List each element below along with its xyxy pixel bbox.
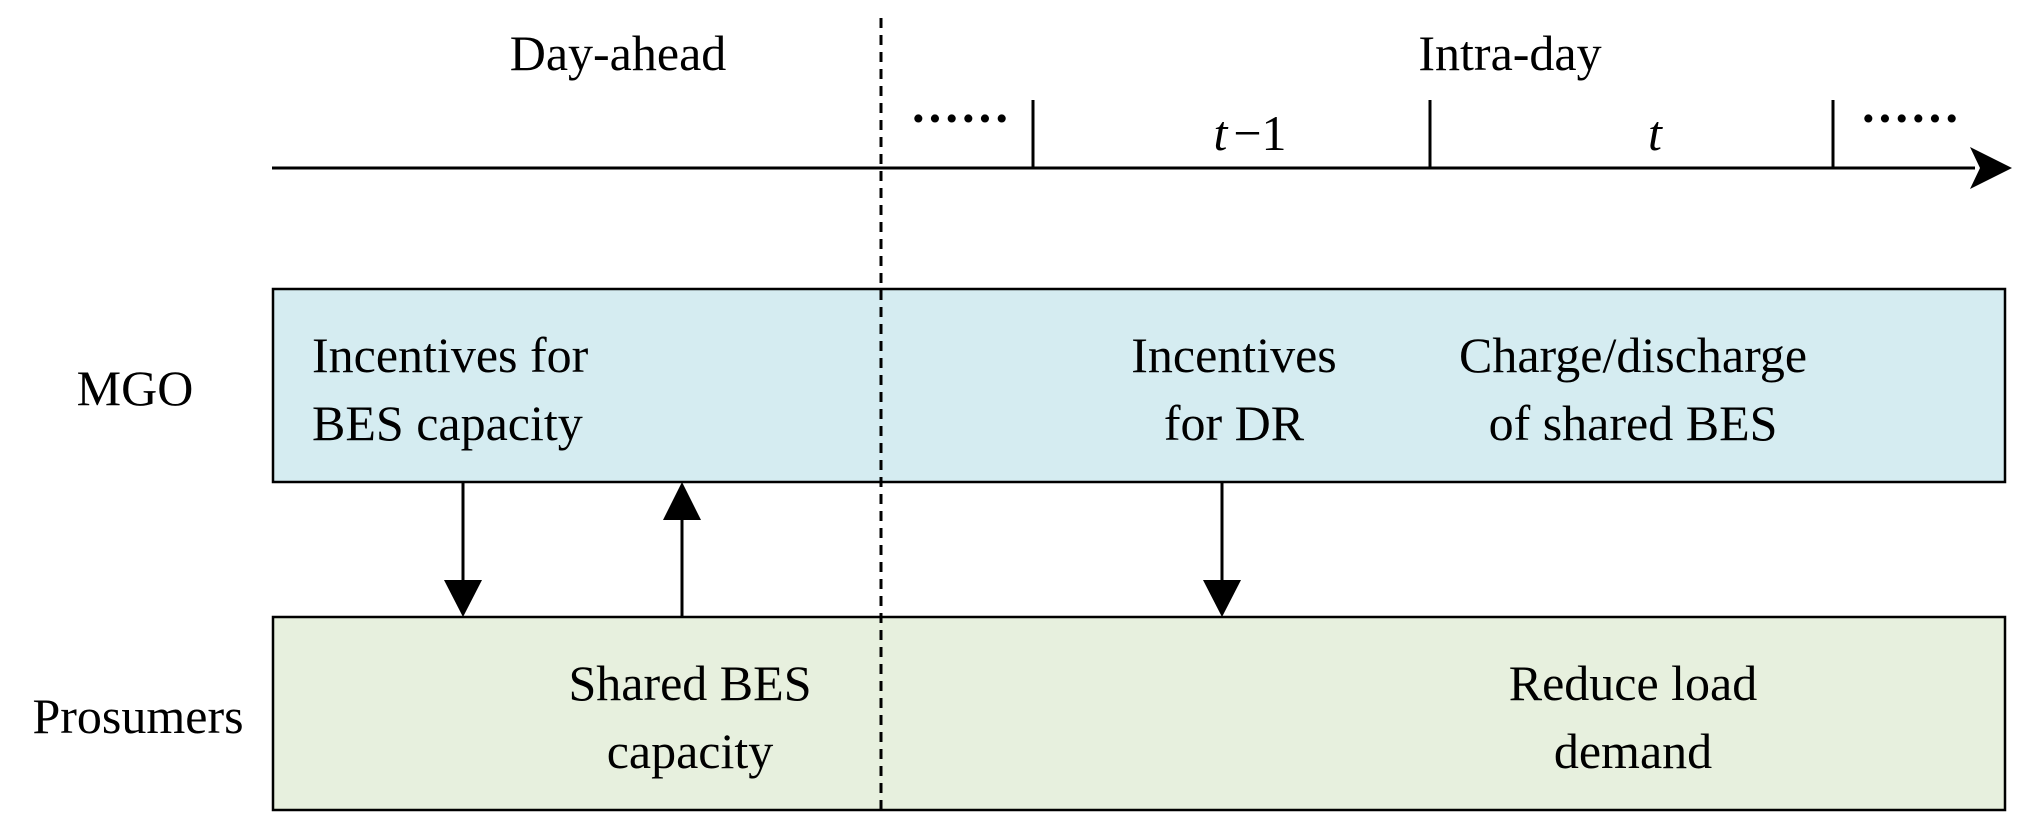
arrowhead-incentives-bes-down <box>444 580 482 617</box>
row-label-prosumers: Prosumers <box>32 688 243 744</box>
slot-t-minus-1: t−1 <box>1213 105 1286 161</box>
charge-discharge-line2: of shared BES <box>1489 395 1778 451</box>
dots-left: ······ <box>910 90 1010 146</box>
time-axis-arrowhead <box>1970 147 2012 189</box>
reduce-load-line1: Reduce load <box>1509 655 1758 711</box>
incentives-dr-line1: Incentives <box>1131 327 1336 383</box>
prosumers-box <box>271 615 2007 812</box>
row-label-mgo: MGO <box>77 360 194 416</box>
slot-t: t <box>1648 105 1663 161</box>
mgo-box <box>271 287 2007 484</box>
arrowhead-incentives-dr-down <box>1203 580 1241 617</box>
shared-bes-line1: Shared BES <box>568 655 811 711</box>
intra-day-label: Intra-day <box>1418 25 1601 81</box>
incentives-dr-line2: for DR <box>1164 395 1305 451</box>
reduce-load-line2: demand <box>1554 723 1712 779</box>
shared-bes-line2: capacity <box>607 723 774 779</box>
arrowhead-shared-bes-up <box>663 482 701 520</box>
slot-prev-suffix: −1 <box>1233 105 1286 161</box>
slot-prev-var: t <box>1213 105 1228 161</box>
incentives-bes-line1: Incentives for <box>312 327 589 383</box>
dots-right: ······ <box>1860 90 1960 146</box>
charge-discharge-line1: Charge/discharge <box>1459 327 1807 383</box>
incentives-bes-line2: BES capacity <box>312 395 583 451</box>
day-ahead-label: Day-ahead <box>510 25 727 81</box>
